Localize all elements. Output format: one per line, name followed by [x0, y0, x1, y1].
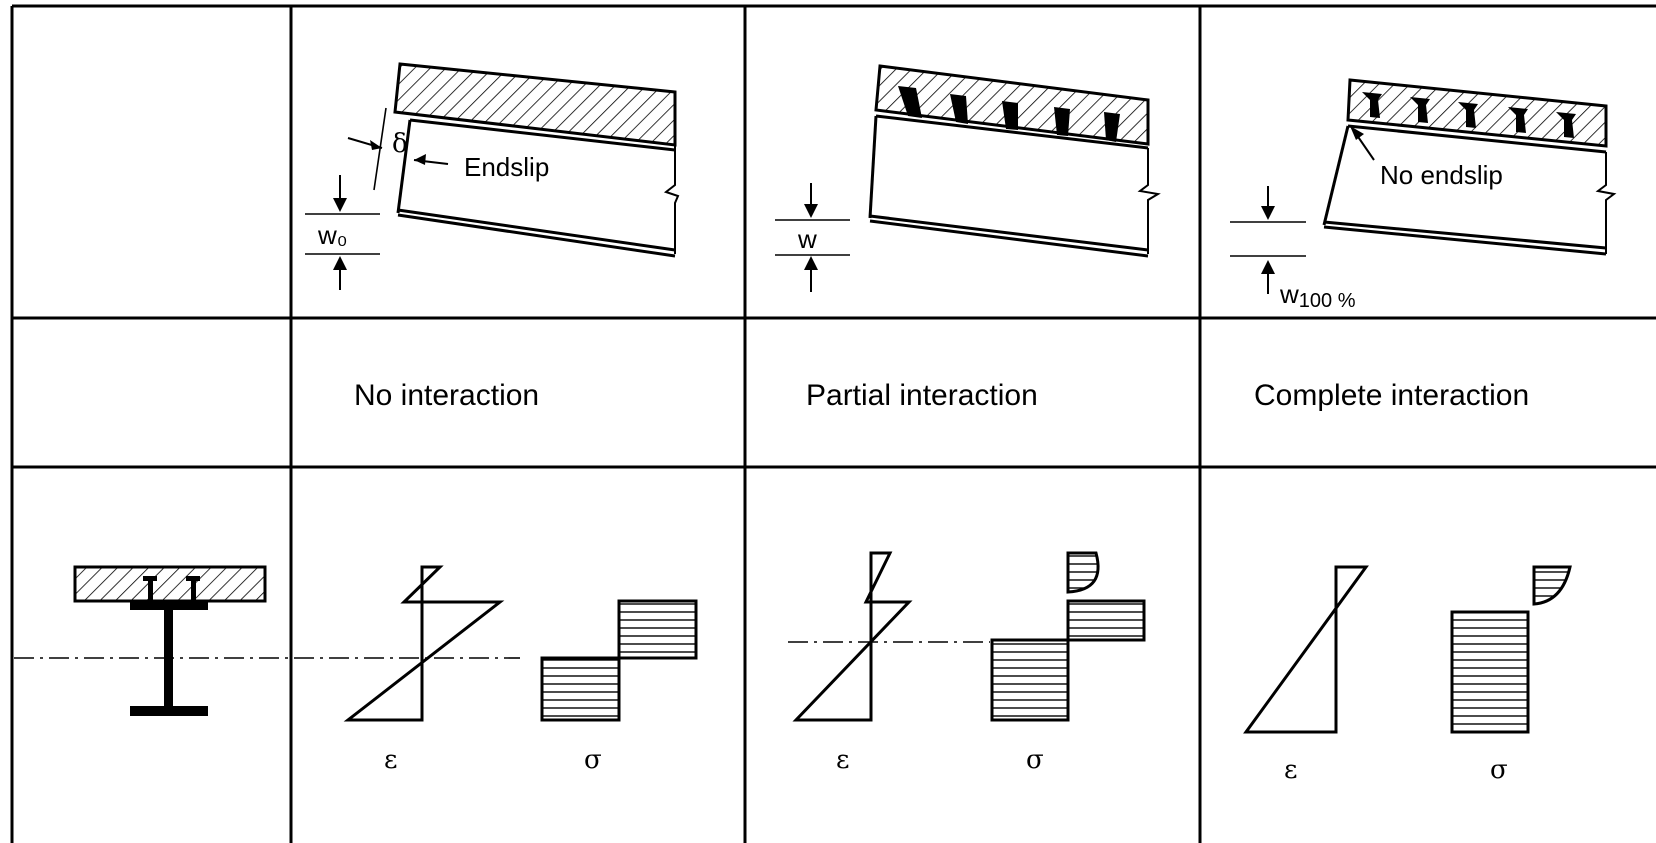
- bottom-flange: [130, 706, 208, 716]
- shear-connectors: [898, 86, 1120, 142]
- break-line: [1137, 148, 1161, 254]
- steel-beam-bottom-flange: [397, 208, 676, 258]
- strain-symbol-partial: ε: [836, 745, 849, 775]
- deflection-w100-label: w100 %: [1279, 279, 1356, 312]
- stress-diagram-partial: [990, 551, 1146, 722]
- beam-sketch-complete-interaction: No endslip w100 %: [1230, 78, 1617, 312]
- deflection-w0-label: w₀: [317, 220, 348, 250]
- steel-beam-top-flange: [409, 118, 676, 152]
- break-line: [663, 145, 680, 254]
- strain-diagram-complete: [1243, 565, 1369, 734]
- top-flange: [130, 601, 208, 610]
- stress-diagram-no-interaction: [540, 599, 698, 722]
- steel-beam-bottom-flange: [869, 214, 1149, 258]
- concrete-slab-section: [73, 565, 267, 603]
- strain-symbol-no-interaction: ε: [384, 745, 397, 775]
- strain-diagram-no-interaction: [343, 565, 505, 722]
- stress-symbol-complete: σ: [1490, 755, 1508, 785]
- shear-connectors: [1362, 92, 1576, 138]
- stress-symbol-partial: σ: [1026, 745, 1044, 775]
- slip-symbol: δ: [392, 129, 408, 159]
- composite-cross-section: [73, 565, 267, 716]
- strain-symbol-complete: ε: [1284, 755, 1297, 785]
- label-no-interaction: No interaction: [354, 379, 539, 412]
- beam-end-line: [396, 119, 412, 214]
- beam-end-line: [1322, 125, 1350, 226]
- steel-beam-top-flange: [1347, 124, 1607, 154]
- no-endslip-label: No endslip: [1380, 160, 1503, 190]
- label-partial-interaction: Partial interaction: [806, 379, 1038, 412]
- strain-diagram-partial: [792, 551, 913, 722]
- break-line: [1595, 152, 1617, 254]
- deflection-w100-subscript: 100 %: [1299, 290, 1356, 312]
- table-grid: [10, 4, 1656, 843]
- beam-end-line: [868, 115, 878, 219]
- concrete-slab: [1346, 78, 1608, 148]
- steel-beam-top-flange: [875, 114, 1149, 150]
- beam-sketch-no-interaction: δ Endslip w₀: [305, 62, 680, 290]
- stress-symbol-no-interaction: σ: [584, 745, 602, 775]
- stud-connectors: [143, 576, 200, 602]
- stress-diagram-complete: [1450, 565, 1572, 734]
- web: [164, 610, 173, 710]
- endslip-label: Endslip: [464, 152, 549, 182]
- deflection-w-label: w: [797, 224, 817, 254]
- steel-beam-bottom-flange: [1323, 220, 1607, 256]
- label-complete-interaction: Complete interaction: [1254, 379, 1529, 412]
- beam-sketch-partial-interaction: w: [775, 64, 1161, 292]
